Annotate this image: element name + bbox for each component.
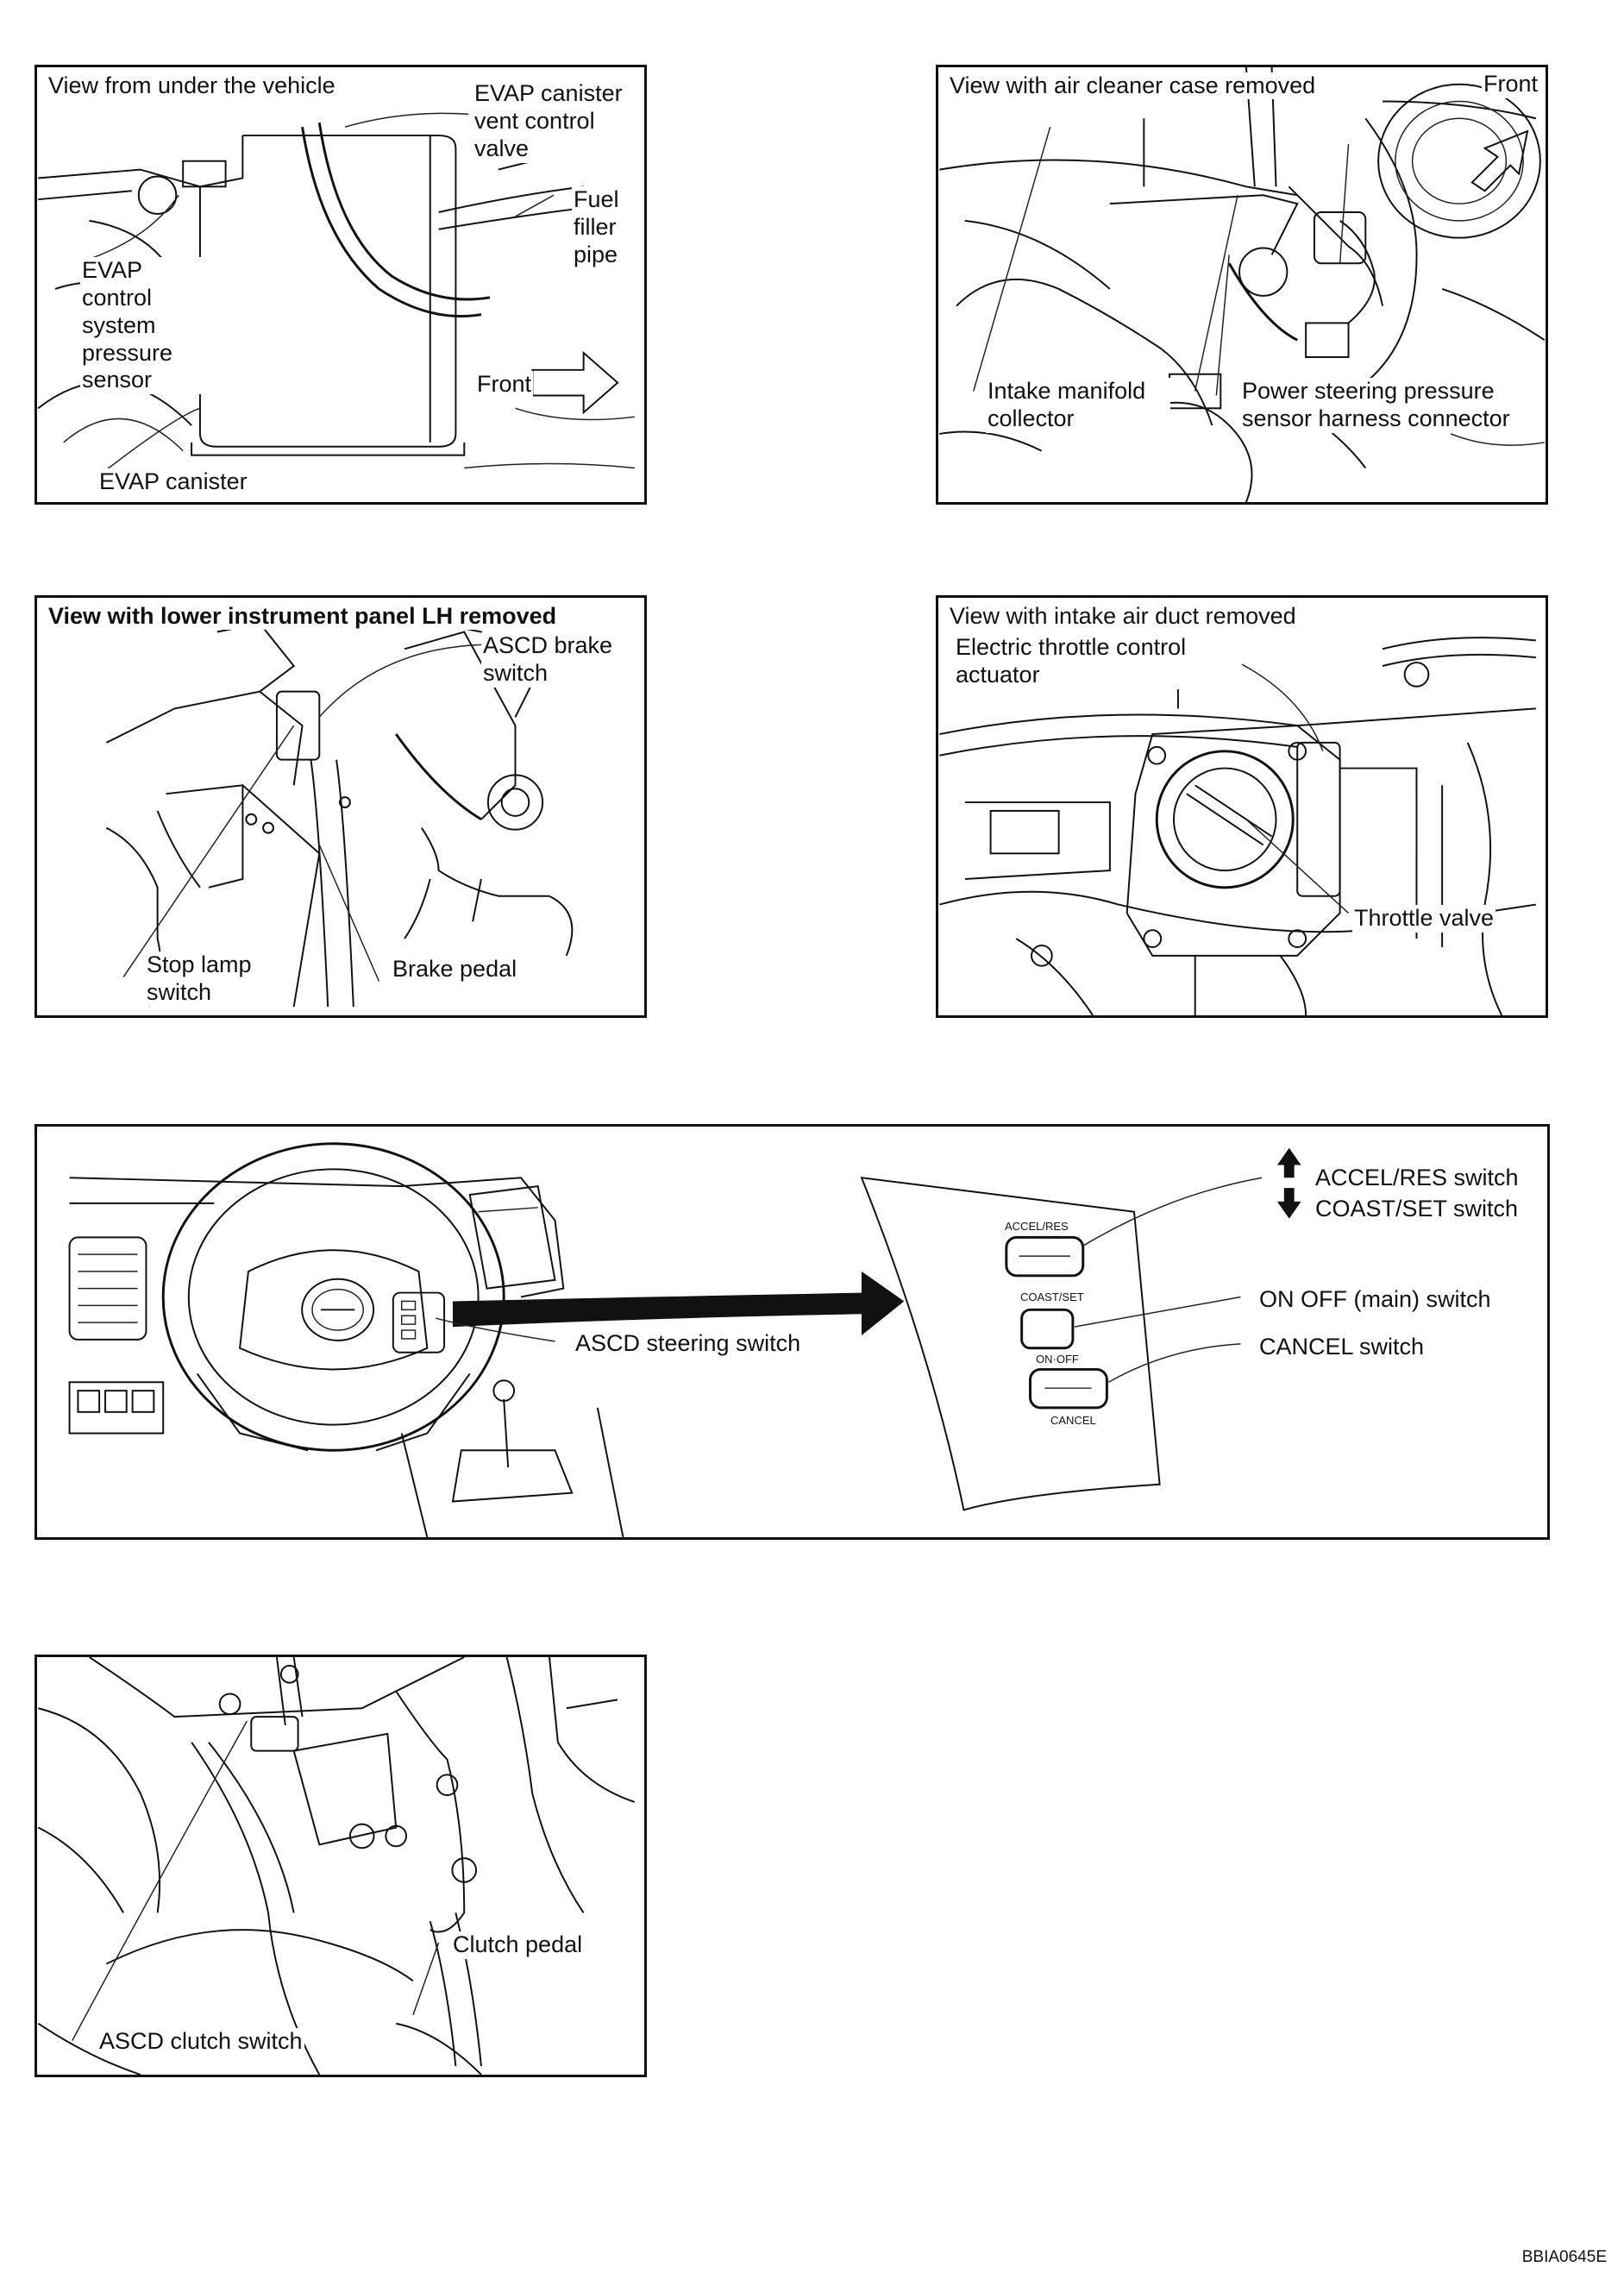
clutch-pedal-label: Clutch pedal (451, 1931, 585, 1959)
throttle-valve-label: Throttle valve (1352, 905, 1496, 933)
btn-cancel-text: CANCEL (1050, 1414, 1096, 1427)
clutch-illustration (37, 1657, 636, 2075)
ascd-clutch-switch-label: ASCD clutch switch (97, 2028, 304, 2056)
panel-throttle-actuator: View with intake air duct removed Electr… (936, 595, 1548, 1018)
btn-coast-set-text: COAST/SET (1020, 1291, 1084, 1303)
evap-pressure-sensor-label: EVAP control system pressure sensor (80, 257, 213, 395)
panel-air-cleaner: View with air cleaner case removed Front… (936, 65, 1548, 505)
ascd-brake-switch-label: ASCD brake switch (481, 632, 640, 688)
panel-brake-switch: View with lower instrument panel LH remo… (34, 595, 647, 1018)
stop-lamp-switch-label: Stop lamp switch (145, 951, 278, 1007)
ascd-steering-switch-label: ASCD steering switch (574, 1330, 803, 1358)
brake-panel-header: View with lower instrument panel LH remo… (46, 603, 560, 630)
accel-res-switch-label: ACCEL/RES switch (1314, 1165, 1521, 1192)
fuel-filler-pipe-label: Fuel filler pipe (572, 186, 644, 269)
air-cleaner-front-label: Front (1482, 71, 1540, 98)
evap-front-label: Front (475, 371, 534, 399)
air-cleaner-illustration (939, 67, 1546, 502)
air-cleaner-panel-header: View with air cleaner case removed (947, 72, 1319, 99)
btn-accel-res-text: ACCEL/RES (1005, 1220, 1069, 1233)
throttle-illustration (939, 637, 1536, 1015)
btn-on-off-text: ON·OFF (1036, 1353, 1079, 1366)
on-off-main-switch-label: ON OFF (main) switch (1257, 1286, 1493, 1314)
panel-clutch-switch: Clutch pedal ASCD clutch switch (34, 1655, 647, 2077)
panel-evap-canister: View from under the vehicle EVAP caniste… (34, 65, 647, 505)
evap-canister-label: EVAP canister (97, 468, 249, 496)
panel-ascd-steering-switch: ACCEL/RES COAST/SET ON·OFF CANCEL ASCD s… (34, 1124, 1550, 1540)
evap-vent-valve-label: EVAP canister vent control valve (473, 80, 644, 163)
coast-set-switch-label: COAST/SET switch (1314, 1196, 1521, 1223)
ps-pressure-sensor-connector-label: Power steering pressure sensor harness c… (1240, 378, 1546, 433)
electric-throttle-actuator-label: Electric throttle control actuator (954, 634, 1242, 689)
throttle-panel-header: View with intake air duct removed (947, 603, 1299, 630)
cancel-switch-label: CANCEL switch (1257, 1334, 1426, 1361)
intake-manifold-collector-label: Intake manifold collector (986, 378, 1170, 433)
steering-illustration (68, 1142, 1301, 1537)
figure-code: BBIA0645E (1521, 2248, 1607, 2266)
brake-pedal-label: Brake pedal (391, 956, 519, 983)
evap-panel-header: View from under the vehicle (46, 72, 338, 99)
